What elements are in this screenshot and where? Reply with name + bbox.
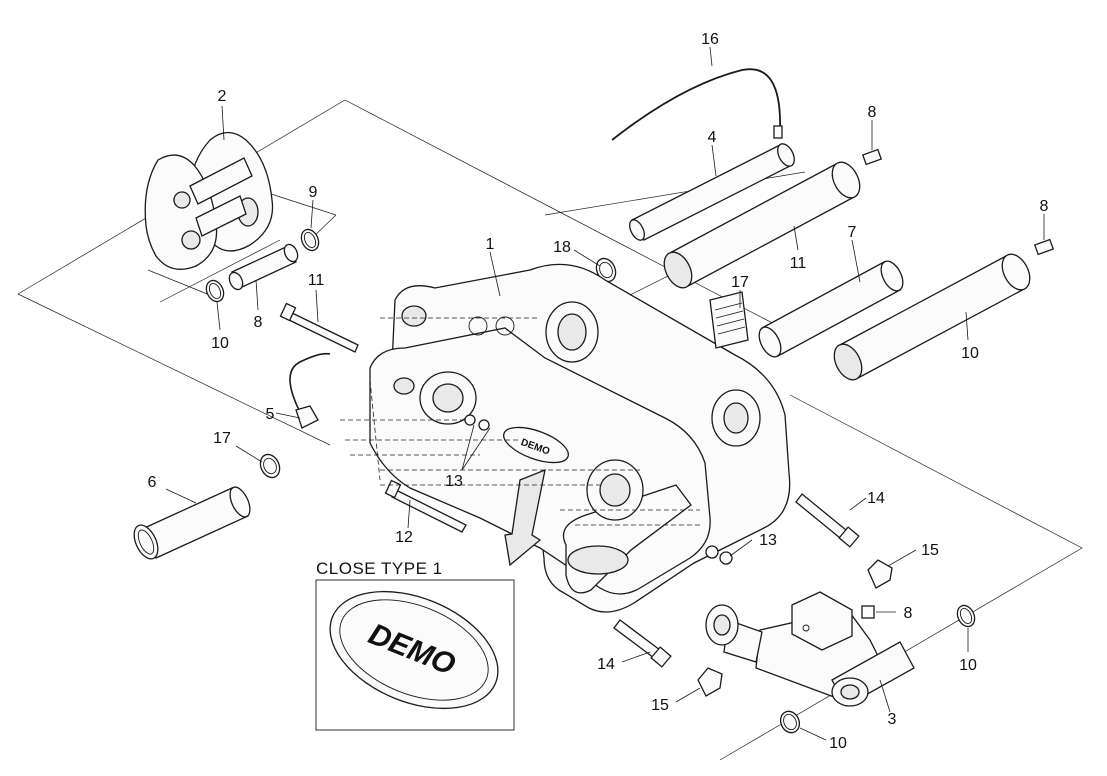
callout-8-right: 8 (1040, 198, 1049, 215)
callout-17-left: 17 (213, 430, 231, 447)
callout-16: 16 (701, 31, 719, 48)
ring-part-17-left (259, 453, 281, 479)
callout-12-lower: 12 (395, 529, 413, 546)
callout-17-upper: 18 (553, 239, 571, 256)
callout-12-upper: 11 (308, 272, 325, 289)
pin-part-7 (758, 260, 904, 358)
elbow-fitting-part-15-lower (697, 667, 723, 697)
pin-part-11-lower (833, 253, 1031, 381)
callout-10-bottom: 10 (829, 735, 847, 752)
callout-10-right: 10 (959, 657, 977, 674)
grease-fitting-part-8-right (1033, 238, 1055, 256)
bushing-part-6 (133, 486, 251, 560)
clip-part-5 (289, 352, 331, 429)
ring-part-10-bottom (779, 710, 801, 734)
ring-part-17-upper (595, 257, 617, 283)
inset-close-type-1: CLOSE TYPE 1 DEMO (315, 559, 515, 731)
pin-part-9 (228, 243, 299, 291)
centerlines (340, 317, 700, 526)
bracket-part-2 (144, 131, 274, 270)
callout-11-lower: 10 (961, 345, 979, 362)
callout-14-upper: 14 (867, 490, 885, 507)
callout-9: 8 (254, 314, 263, 331)
callout-8-lower: 8 (904, 605, 913, 622)
callout-2: 2 (218, 88, 227, 105)
inset-frame (315, 579, 515, 731)
elbow-fitting-part-15-upper (867, 559, 893, 589)
inset-title: CLOSE TYPE 1 (316, 559, 443, 578)
grease-fitting-part-8-upper (861, 148, 883, 166)
ring-part-10-upper-left (300, 228, 320, 252)
callout-7: 7 (848, 224, 857, 241)
nuts-part-13-left (464, 414, 490, 431)
pin-part-11-upper (663, 161, 861, 289)
bolt-part-12-upper (279, 302, 359, 353)
grease-fitting-part-8-lower (861, 605, 875, 619)
hose-part-14-lower (613, 619, 672, 668)
callout-15-upper: 15 (921, 542, 939, 559)
cylinder-pin-part-4 (629, 143, 795, 241)
ring-part-10-right (956, 604, 976, 628)
callout-10-upper-left: 9 (309, 184, 318, 201)
callout-8-upper: 8 (868, 104, 877, 121)
callout-14-lower: 14 (597, 656, 615, 673)
leader-lines (165, 46, 1045, 741)
callout-3: 3 (888, 711, 897, 728)
callout-10-lower-left: 10 (211, 335, 229, 352)
cable-part-16 (611, 68, 783, 141)
callout-18: 17 (731, 274, 749, 291)
hose-part-14-upper (795, 493, 860, 548)
nuts-part-13-right (705, 545, 733, 565)
hydraulic-cylinder-part-3 (705, 591, 915, 707)
callout-15-lower: 15 (651, 697, 669, 714)
callout-13-right: 13 (759, 532, 777, 549)
callout-4: 4 (708, 129, 717, 146)
callout-1: 1 (486, 236, 495, 253)
callouts: 2 9 10 8 11 5 17 6 1 18 4 16 8 8 11 7 10… (148, 31, 1049, 752)
label-part-18 (709, 291, 749, 349)
ring-part-10-lower-left (205, 279, 225, 303)
callout-5: 5 (266, 406, 275, 423)
callout-11-upper: 11 (790, 255, 807, 272)
callout-6: 6 (148, 474, 157, 491)
callout-13-left: 13 (445, 473, 463, 490)
